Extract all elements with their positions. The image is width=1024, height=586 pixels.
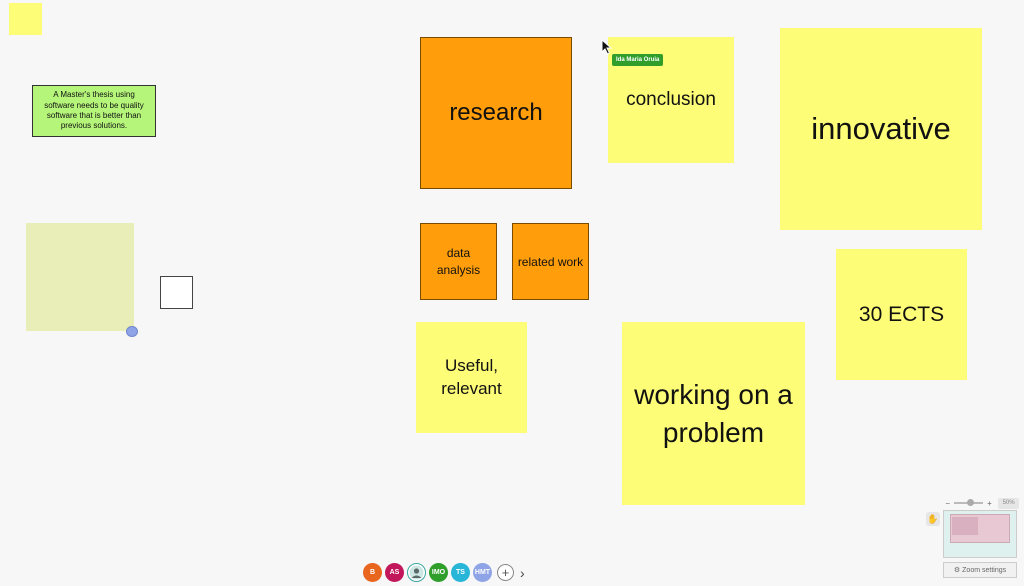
collaborators-bar: B AS IMO TS HMT + › — [363, 562, 525, 583]
hand-tool-icon[interactable]: ✋ — [926, 512, 940, 526]
working-on-problem-note[interactable]: working on a problem — [622, 322, 805, 505]
collaborator-name-tag: Ida Maria Oruia — [612, 54, 664, 66]
pale-sticky-note[interactable] — [26, 223, 134, 331]
zoom-in-button[interactable]: + — [987, 498, 992, 508]
zoom-controls: − + 50% — [943, 496, 1019, 510]
data-analysis-note[interactable]: data analysis — [420, 223, 497, 300]
innovative-note-text: innovative — [811, 111, 951, 146]
zoom-level[interactable]: 50% — [998, 497, 1019, 509]
related-work-note[interactable]: related work — [512, 223, 589, 300]
add-collaborator-icon[interactable]: + — [497, 564, 514, 581]
zoom-settings-label: Zoom settings — [962, 566, 1007, 574]
research-note-text: research — [449, 99, 543, 126]
ects-note[interactable]: 30 ECTS — [836, 249, 967, 380]
useful-relevant-note[interactable]: Useful, relevant — [416, 322, 527, 433]
avatar[interactable]: HMT — [473, 563, 492, 582]
profile-picture-icon — [409, 565, 424, 580]
tiny-sticky-note[interactable] — [9, 3, 42, 35]
ects-note-text: 30 ECTS — [858, 302, 945, 326]
innovative-note[interactable]: innovative — [780, 28, 982, 230]
thesis-sticky-note[interactable]: A Master's thesis using software needs t… — [32, 85, 156, 137]
gear-icon: ⚙ — [953, 567, 961, 574]
zoom-slider-knob[interactable] — [967, 499, 975, 506]
useful-note-text: Useful, relevant — [441, 355, 502, 398]
resize-handle[interactable] — [126, 326, 138, 337]
avatar[interactable] — [407, 563, 426, 582]
mouse-cursor-icon — [601, 39, 613, 55]
thesis-note-text: A Master's thesis using software needs t… — [44, 90, 144, 131]
conclusion-note-text: conclusion — [626, 89, 716, 110]
zoom-out-button[interactable]: − — [945, 498, 951, 508]
minimap[interactable] — [943, 510, 1017, 558]
zoom-settings-button[interactable]: ⚙ Zoom settings — [943, 562, 1017, 578]
chevron-right-icon[interactable]: › — [520, 564, 525, 581]
related-work-note-text: related work — [517, 254, 584, 269]
zoom-slider[interactable] — [954, 499, 983, 506]
avatar[interactable]: TS — [451, 563, 470, 582]
working-note-text: working on a problem — [634, 378, 793, 448]
empty-shape[interactable] — [160, 276, 193, 309]
data-analysis-note-text: data analysis — [436, 246, 481, 277]
avatar[interactable]: B — [363, 563, 382, 582]
research-note[interactable]: research — [420, 37, 572, 189]
minimap-content — [952, 517, 978, 535]
avatar[interactable]: IMO — [429, 563, 448, 582]
avatar[interactable]: AS — [385, 563, 404, 582]
